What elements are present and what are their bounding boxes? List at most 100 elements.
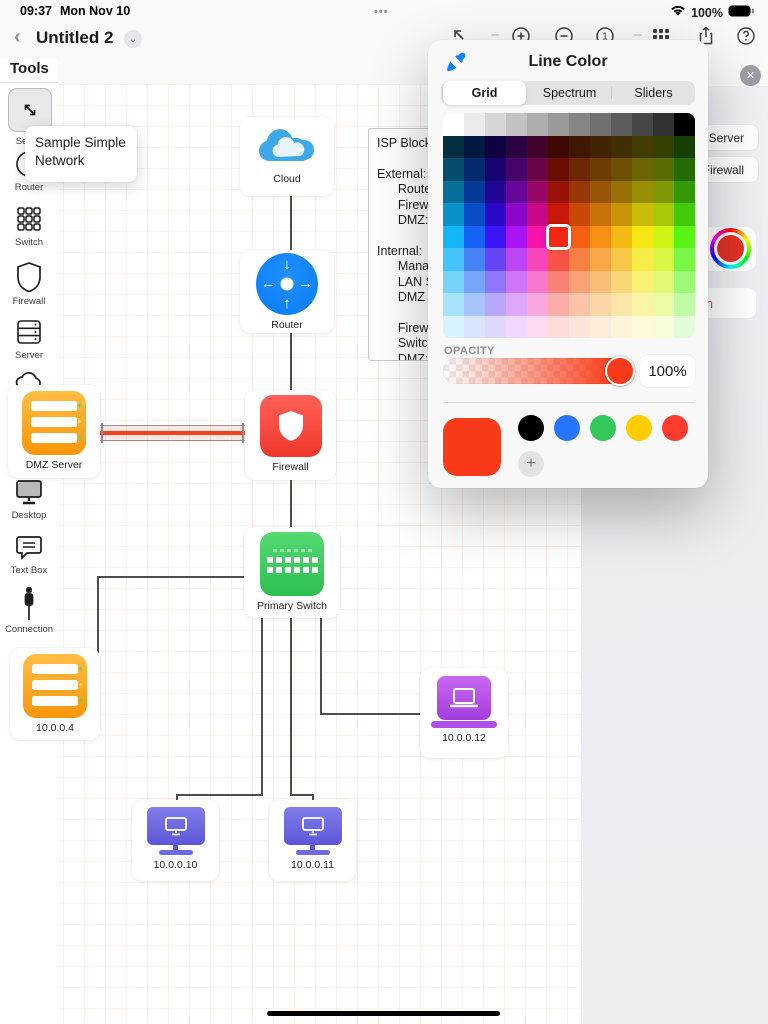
color-grid-cell[interactable] [527, 293, 548, 316]
color-grid-cell[interactable] [527, 158, 548, 181]
color-grid-cell[interactable] [506, 293, 527, 316]
connection-cloud-router[interactable] [290, 196, 292, 251]
color-grid-cell[interactable] [569, 248, 590, 271]
color-grid-cell[interactable] [653, 180, 674, 203]
node-100012[interactable]: 10.0.0.12 [420, 668, 508, 758]
color-grid-cell[interactable] [590, 203, 611, 226]
color-grid-cell[interactable] [632, 135, 653, 158]
color-grid-cell[interactable] [674, 135, 695, 158]
help-icon[interactable] [736, 26, 756, 46]
share-icon[interactable] [696, 26, 716, 46]
color-grid-cell[interactable] [485, 293, 506, 316]
color-grid-cell[interactable] [506, 180, 527, 203]
color-grid-cell[interactable] [632, 113, 653, 136]
color-grid-cell[interactable] [443, 135, 464, 158]
color-grid-cell[interactable] [590, 248, 611, 271]
color-grid-cell[interactable] [590, 158, 611, 181]
back-chevron-icon[interactable]: ‹ [14, 26, 21, 48]
color-grid-cell[interactable] [464, 315, 485, 338]
node-dmz-server[interactable]: DMZ Server [8, 385, 100, 478]
color-grid-cell[interactable] [527, 135, 548, 158]
connection-switch-1004-h[interactable] [97, 576, 246, 578]
color-grid-cell[interactable] [674, 293, 695, 316]
color-grid-cell[interactable] [527, 225, 548, 248]
color-grid-cell[interactable] [464, 113, 485, 136]
color-grid-cell[interactable] [611, 270, 632, 293]
color-grid-cell[interactable] [653, 135, 674, 158]
node-100010[interactable]: 10.0.0.10 [132, 800, 219, 881]
color-grid-cell[interactable] [674, 225, 695, 248]
color-grid-cell[interactable] [485, 225, 506, 248]
color-grid-cell[interactable] [485, 158, 506, 181]
color-grid-cell[interactable] [632, 225, 653, 248]
color-grid-cell[interactable] [611, 293, 632, 316]
multitask-dots[interactable]: ••• [374, 6, 389, 18]
color-grid-cell[interactable] [569, 270, 590, 293]
node-100011[interactable]: 10.0.0.11 [269, 800, 356, 881]
color-grid-cell[interactable] [590, 113, 611, 136]
color-grid-cell[interactable] [485, 315, 506, 338]
document-title[interactable]: Untitled 2 [36, 28, 114, 47]
color-grid-cell[interactable] [464, 225, 485, 248]
color-grid-cell[interactable] [674, 270, 695, 293]
color-grid-cell[interactable] [527, 113, 548, 136]
add-color-button[interactable]: + [518, 451, 544, 477]
color-grid[interactable] [443, 113, 695, 338]
color-grid-cell[interactable] [611, 203, 632, 226]
color-grid-cell[interactable] [632, 315, 653, 338]
connection-switch-100012-v[interactable] [320, 617, 322, 714]
color-grid-cell[interactable] [464, 293, 485, 316]
color-grid-cell[interactable] [632, 203, 653, 226]
color-grid-cell[interactable] [632, 248, 653, 271]
color-grid-cell[interactable] [546, 223, 571, 250]
saved-color-swatch[interactable] [518, 415, 544, 441]
opacity-slider[interactable] [443, 356, 635, 386]
tool-desktop[interactable]: Desktop [0, 476, 58, 521]
color-grid-cell[interactable] [443, 225, 464, 248]
color-grid-cell[interactable] [653, 113, 674, 136]
color-grid-cell[interactable] [611, 158, 632, 181]
color-grid-cell[interactable] [506, 270, 527, 293]
color-grid-cell[interactable] [527, 248, 548, 271]
color-grid-cell[interactable] [653, 225, 674, 248]
color-grid-cell[interactable] [590, 315, 611, 338]
connection-handle-left[interactable] [101, 423, 103, 443]
tab-sliders[interactable]: Sliders [634, 86, 673, 100]
saved-color-swatch[interactable] [662, 415, 688, 441]
color-grid-cell[interactable] [674, 113, 695, 136]
connection-switch-100011-v1[interactable] [290, 617, 292, 795]
color-grid-cell[interactable] [653, 270, 674, 293]
color-grid-cell[interactable] [653, 158, 674, 181]
color-grid-cell[interactable] [506, 248, 527, 271]
home-indicator[interactable] [267, 1011, 500, 1016]
color-grid-cell[interactable] [674, 315, 695, 338]
opacity-slider-knob[interactable] [605, 356, 635, 386]
color-grid-cell[interactable] [632, 270, 653, 293]
connection-switch-100011-h[interactable] [290, 794, 313, 796]
color-grid-cell[interactable] [569, 113, 590, 136]
color-grid-cell[interactable] [485, 270, 506, 293]
color-grid-cell[interactable] [464, 135, 485, 158]
connection-handle-right[interactable] [242, 423, 244, 443]
color-grid-cell[interactable] [590, 293, 611, 316]
color-grid-cell[interactable] [674, 158, 695, 181]
color-grid-cell[interactable] [569, 135, 590, 158]
color-grid-cell[interactable] [506, 315, 527, 338]
color-grid-cell[interactable] [527, 203, 548, 226]
color-grid-cell[interactable] [653, 293, 674, 316]
color-grid-cell[interactable] [506, 225, 527, 248]
color-grid-cell[interactable] [632, 293, 653, 316]
color-grid-cell[interactable] [674, 248, 695, 271]
color-grid-cell[interactable] [611, 225, 632, 248]
node-10004[interactable]: 10.0.0.4 [10, 648, 100, 740]
color-grid-cell[interactable] [632, 158, 653, 181]
tool-server[interactable]: Server [0, 316, 58, 361]
connection-switch-1004-v[interactable] [97, 576, 99, 696]
color-grid-cell[interactable] [485, 180, 506, 203]
connection-switch-100010-h[interactable] [176, 794, 263, 796]
color-grid-cell[interactable] [674, 203, 695, 226]
color-grid-cell[interactable] [506, 158, 527, 181]
color-grid-cell[interactable] [590, 225, 611, 248]
color-grid-cell[interactable] [443, 270, 464, 293]
color-grid-cell[interactable] [611, 135, 632, 158]
